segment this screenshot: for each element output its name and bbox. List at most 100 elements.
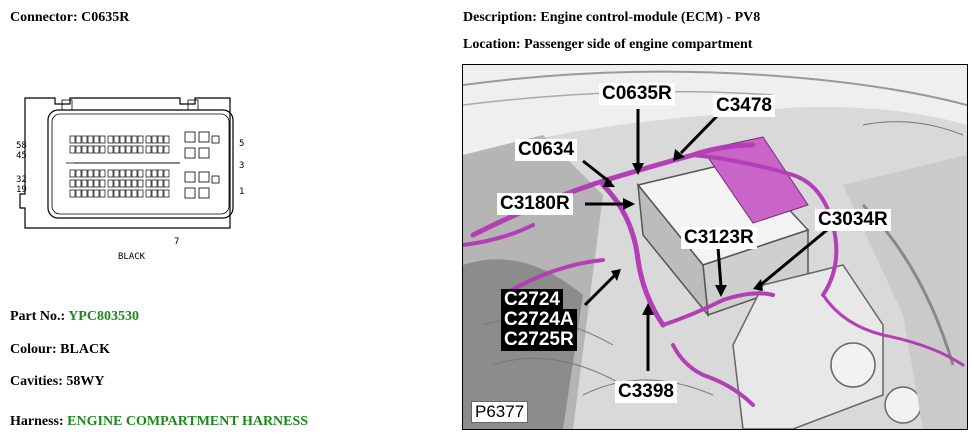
pin-cavity xyxy=(131,135,138,144)
description-value: Engine control-module (ECM) - PV8 xyxy=(540,10,761,25)
pin-cavity xyxy=(163,179,170,188)
pin-number-19: 19 xyxy=(16,185,27,195)
pin-grid xyxy=(66,135,180,198)
pin-cavity xyxy=(81,135,88,144)
pin-cavity xyxy=(157,145,164,154)
label-c3478: C3478 xyxy=(713,95,775,117)
pin-cavity xyxy=(119,169,126,178)
description-label: Description: xyxy=(463,10,537,25)
colour-line: Colour: BLACK xyxy=(10,342,110,358)
pin-cavity xyxy=(75,135,82,144)
pin-cavity xyxy=(107,189,114,198)
pin-cavity xyxy=(113,145,120,154)
part-line: Part No.: YPC803530 xyxy=(10,309,139,325)
pin-number-58: 58 xyxy=(16,141,27,151)
colour-label: Colour: xyxy=(10,342,57,357)
pin-cavity xyxy=(87,145,94,154)
pin-cavity xyxy=(137,135,144,144)
pin-cavity xyxy=(145,189,152,198)
pin-cavity xyxy=(131,179,138,188)
pin-cavity xyxy=(75,189,82,198)
pin-cavity xyxy=(69,179,76,188)
pin-cavity xyxy=(99,179,106,188)
description-line: Description: Engine control-module (ECM)… xyxy=(463,10,760,26)
pin-cavity xyxy=(137,189,144,198)
pin-cavity xyxy=(119,189,126,198)
label-c0635r: C0635R xyxy=(599,83,675,105)
location-line: Location: Passenger side of engine compa… xyxy=(463,37,752,53)
pin-cavity xyxy=(81,169,88,178)
pin-cavity xyxy=(93,179,100,188)
pin-cavity xyxy=(87,169,94,178)
location-value: Passenger side of engine compartment xyxy=(524,37,753,52)
pin-cavity xyxy=(81,145,88,154)
pin-number-32: 32 xyxy=(16,175,27,185)
pin-number-5: 5 xyxy=(239,139,244,149)
pin-cavity xyxy=(119,179,126,188)
label-c2724: C2724 xyxy=(501,289,563,311)
pin-cavity xyxy=(119,135,126,144)
pin-cavity xyxy=(151,179,158,188)
pin-cavity xyxy=(87,189,94,198)
part-label: Part No.: xyxy=(10,309,66,324)
label-c2724a: C2724A xyxy=(501,309,577,331)
label-c3180r: C3180R xyxy=(497,193,573,215)
pin-cavity xyxy=(163,135,170,144)
harness-line: Harness: ENGINE COMPARTMENT HARNESS xyxy=(10,414,308,430)
pin-cavity xyxy=(107,145,114,154)
pin-cavity xyxy=(99,189,106,198)
large-pins xyxy=(184,131,220,199)
pin-cavity xyxy=(137,169,144,178)
pin-cavity xyxy=(69,169,76,178)
label-c3034r: C3034R xyxy=(815,209,891,231)
pin-cavity xyxy=(125,135,132,144)
connector-label: Connector: xyxy=(10,10,78,25)
label-c3398: C3398 xyxy=(615,381,677,403)
pin-cavity xyxy=(99,135,106,144)
pin-cavity xyxy=(75,179,82,188)
pin-cavity xyxy=(93,169,100,178)
pin-cavity xyxy=(151,135,158,144)
pin-cavity xyxy=(113,169,120,178)
pin-cavity xyxy=(163,189,170,198)
cavities-line: Cavities: 58WY xyxy=(10,374,105,390)
pin-cavity xyxy=(151,189,158,198)
pin-cavity xyxy=(157,169,164,178)
pin-cavity xyxy=(107,179,114,188)
pin-cavity xyxy=(125,145,132,154)
pin-cavity xyxy=(131,189,138,198)
pin-cavity xyxy=(145,169,152,178)
pin-cavity xyxy=(75,145,82,154)
cavities-label: Cavities: xyxy=(10,374,63,389)
pin-cavity xyxy=(131,145,138,154)
pin-cavity xyxy=(99,169,106,178)
connector-colour-caption: BLACK xyxy=(118,252,146,262)
pin-cavity xyxy=(113,135,120,144)
connector-face-diagram: 58 45 32 19 5 3 1 7 BLACK xyxy=(16,97,244,262)
pin-cavity xyxy=(125,189,132,198)
pin-cavity xyxy=(113,189,120,198)
pin-cavity xyxy=(163,169,170,178)
pin-cavity xyxy=(137,145,144,154)
pin-cavity xyxy=(107,169,114,178)
harness-value: ENGINE COMPARTMENT HARNESS xyxy=(67,414,309,429)
pin-cavity xyxy=(99,145,106,154)
colour-value: BLACK xyxy=(60,342,110,357)
pin-cavity xyxy=(69,189,76,198)
connector-line: Connector: C0635R xyxy=(10,10,129,26)
pin-cavity xyxy=(163,145,170,154)
figure-number: P6377 xyxy=(471,401,529,423)
pin-cavity xyxy=(145,145,152,154)
label-c2725r: C2725R xyxy=(501,329,577,351)
pin-cavity xyxy=(137,179,144,188)
pin-number-7: 7 xyxy=(174,237,179,247)
pin-cavity xyxy=(125,179,132,188)
pin-cavity xyxy=(125,169,132,178)
pin-cavity xyxy=(151,145,158,154)
pin-cavity xyxy=(81,189,88,198)
cavities-value: 58WY xyxy=(66,374,105,389)
pin-cavity xyxy=(81,179,88,188)
pin-cavity xyxy=(69,145,76,154)
pin-cavity xyxy=(119,145,126,154)
pin-number-45: 45 xyxy=(16,151,27,161)
